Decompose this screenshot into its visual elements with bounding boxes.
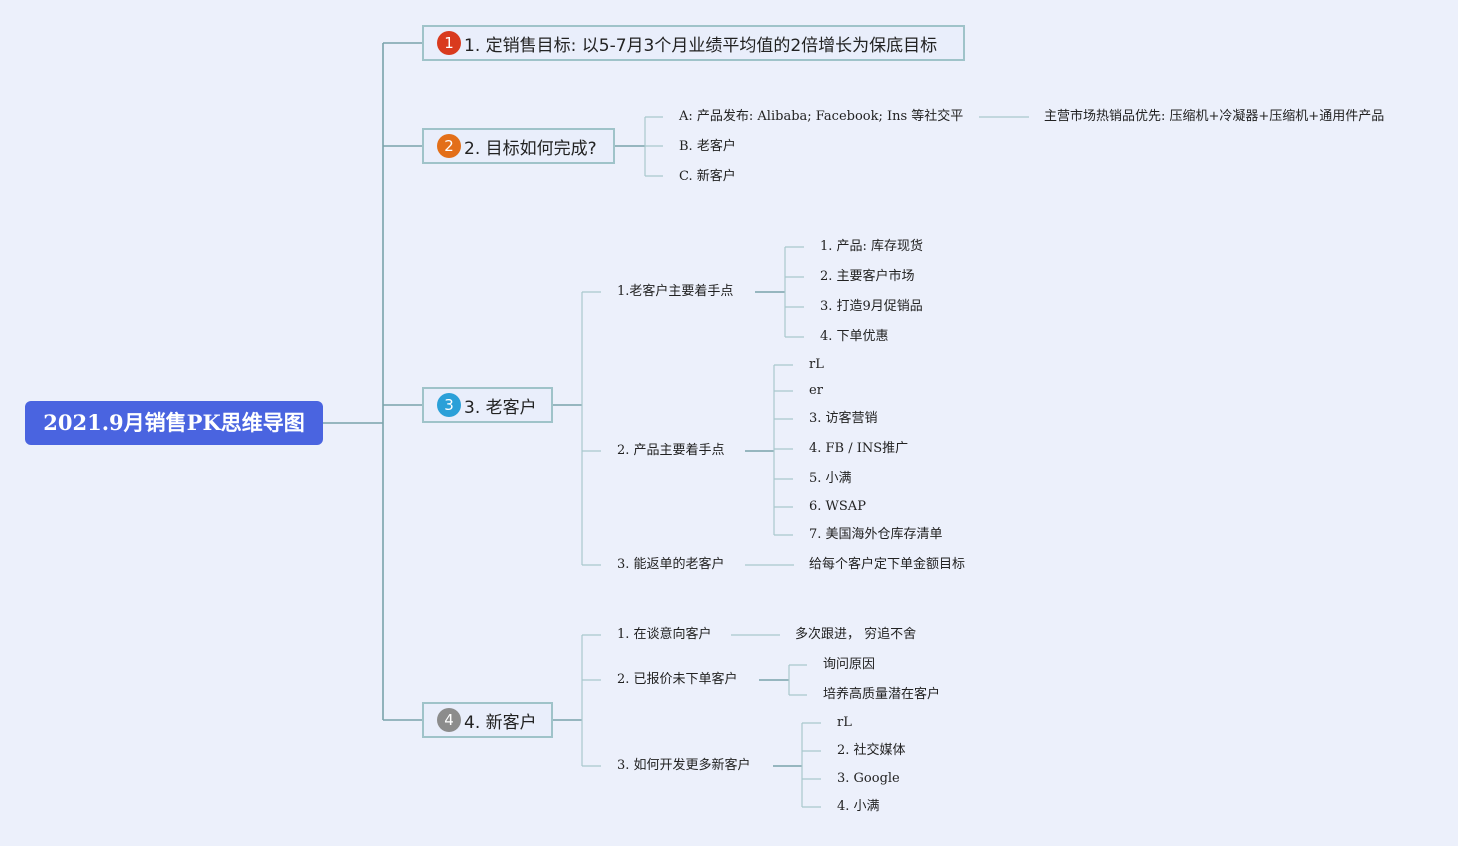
- b3-sub2-item: rL: [809, 357, 824, 372]
- b3-sub2-item: 6. WSAP: [809, 499, 866, 514]
- b3-sub2-label: 2. 产品主要着手点: [617, 443, 725, 458]
- b4-sub2-item: 询问原因: [823, 657, 876, 672]
- branch-label: 3. 老客户: [464, 397, 537, 418]
- root-node: 2021.9月销售PK思维导图: [25, 401, 323, 445]
- b3-sub2-item: 5. 小满: [809, 471, 852, 486]
- number-1-icon: 1: [437, 31, 461, 55]
- number-2-icon: 2: [437, 134, 461, 158]
- b2-item-c: C. 新客户: [679, 169, 736, 184]
- b4-sub2-label: 2. 已报价未下单客户: [617, 672, 738, 687]
- b2-item-a-detail: 主营市场热销品优先: 压缩机+冷凝器+压缩机+通用件产品: [1044, 109, 1385, 124]
- b3-sub3-detail: 给每个客户定下单金额目标: [809, 557, 966, 572]
- branch-sales-target: 1 1. 定销售目标: 以5-7月3个月业绩平均值的2倍增长为保底目标: [422, 25, 965, 61]
- b3-sub2-item: 7. 美国海外仓库存清单: [809, 527, 943, 542]
- branch-new-customers: 4 4. 新客户: [422, 702, 553, 738]
- b3-sub1-label: 1.老客户主要着手点: [617, 284, 734, 299]
- b4-sub3-label: 3. 如何开发更多新客户: [617, 758, 751, 773]
- branch-label: 1. 定销售目标: 以5-7月3个月业绩平均值的2倍增长为保底目标: [464, 35, 938, 56]
- branch-label: 4. 新客户: [464, 712, 537, 733]
- b2-item-b: B. 老客户: [679, 139, 736, 154]
- b3-sub1-item: 1. 产品: 库存现货: [820, 239, 924, 254]
- b3-sub1-item: 2. 主要客户市场: [820, 269, 915, 284]
- b4-sub3-item: rL: [837, 715, 852, 730]
- b4-sub1-label: 1. 在谈意向客户: [617, 627, 712, 642]
- b4-sub3-item: 3. Google: [837, 771, 900, 786]
- b3-sub2-item: er: [809, 383, 823, 398]
- b4-sub3-item: 2. 社交媒体: [837, 743, 906, 758]
- b3-sub1-item: 4. 下单优惠: [820, 329, 889, 344]
- b3-sub2-item: 4. FB / INS推广: [809, 441, 909, 456]
- number-3-icon: 3: [437, 393, 461, 417]
- b3-sub2-item: 3. 访客营销: [809, 411, 878, 426]
- b3-sub1-item: 3. 打造9月促销品: [820, 299, 923, 314]
- b4-sub1-detail: 多次跟进， 穷追不舍: [795, 627, 917, 642]
- b3-sub3-label: 3. 能返单的老客户: [617, 557, 725, 572]
- branch-old-customers: 3 3. 老客户: [422, 387, 553, 423]
- branch-label: 2. 目标如何完成?: [464, 138, 597, 159]
- branch-how-to-achieve: 2 2. 目标如何完成?: [422, 128, 615, 164]
- b4-sub2-item: 培养高质量潜在客户: [823, 687, 941, 702]
- b4-sub3-item: 4. 小满: [837, 799, 880, 814]
- number-4-icon: 4: [437, 708, 461, 732]
- b2-item-a: A: 产品发布: Alibaba; Facebook; Ins 等社交平: [679, 109, 964, 124]
